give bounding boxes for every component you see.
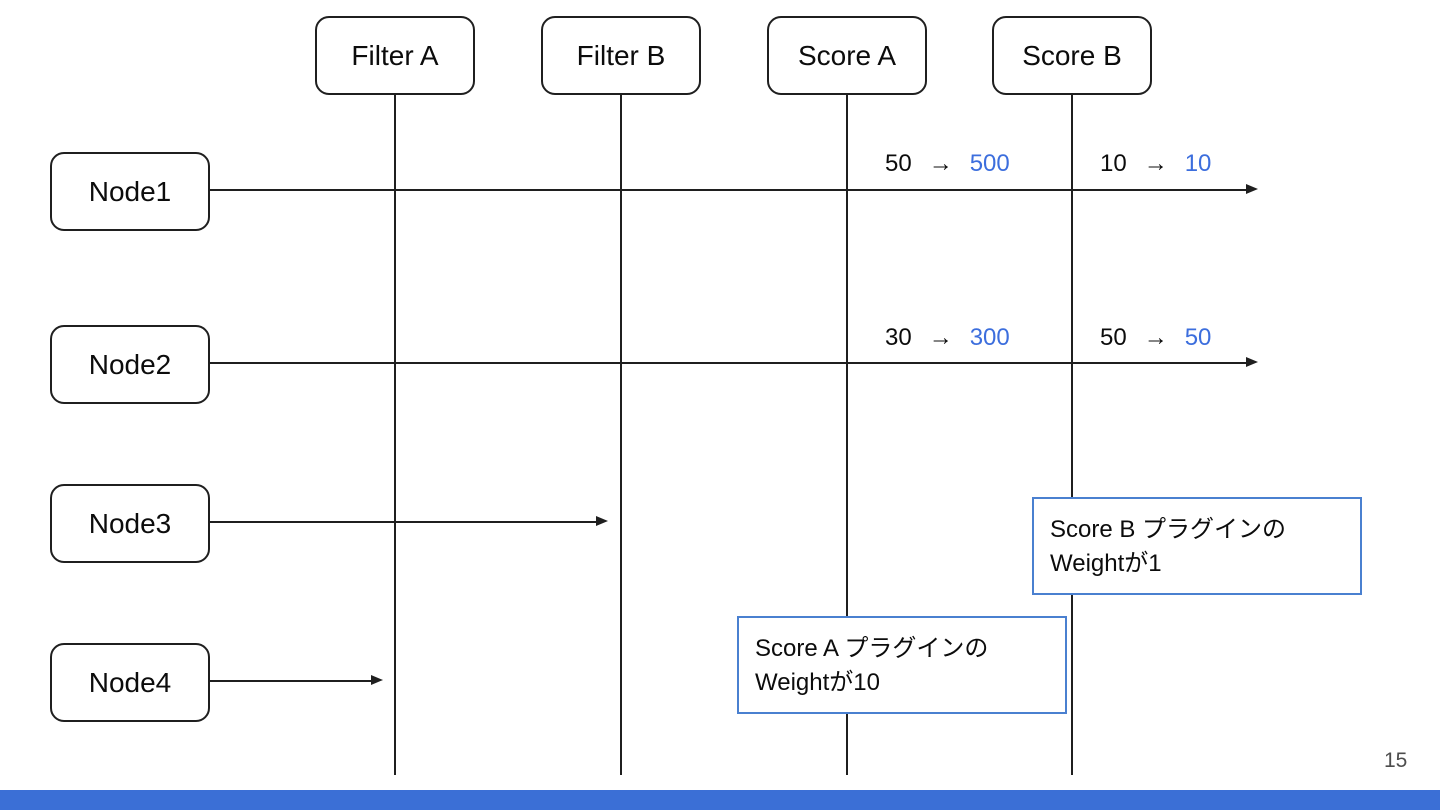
note-score-a-weight: Score A プラグインの Weightが10 — [737, 616, 1067, 714]
node-box-node1: Node1 — [50, 152, 210, 231]
node2-flow-arrow — [210, 357, 1258, 367]
score-annotation-node1-score-a: 50 → 500 — [885, 151, 1010, 177]
score-before: 30 — [885, 324, 912, 351]
plugin-label: Score A — [797, 39, 897, 71]
node-label: Node1 — [88, 175, 172, 207]
footer-accent-bar — [0, 790, 1440, 810]
score-annotation-node2-score-a: 30 → 300 — [885, 325, 1010, 351]
score-before: 10 — [1100, 150, 1127, 177]
plugin-box-filter-a: Filter A — [315, 16, 475, 95]
arrow-right-glyph: → — [928, 150, 953, 177]
note-score-b-weight: Score B プラグインの Weightが1 — [1032, 497, 1362, 595]
note-line-1: Score B プラグインの — [1050, 516, 1287, 543]
lifeline-score-b — [1071, 95, 1073, 775]
lifeline-score-a — [846, 95, 848, 775]
plugin-label: Filter B — [576, 39, 666, 71]
plugin-box-filter-b: Filter B — [541, 16, 701, 95]
node-box-node4: Node4 — [50, 643, 210, 722]
lifeline-filter-a — [394, 95, 396, 775]
arrow-right-glyph: → — [1143, 150, 1168, 177]
score-before: 50 — [1100, 324, 1127, 351]
page-number: 15 — [1384, 749, 1408, 772]
node-box-node2: Node2 — [50, 325, 210, 404]
note-line-2: Weightが10 — [755, 669, 880, 696]
score-after: 10 — [1184, 150, 1212, 177]
node4-flow-arrow — [210, 675, 383, 685]
score-annotation-node2-score-b: 50 → 50 — [1100, 325, 1211, 351]
score-after: 300 — [969, 324, 1010, 351]
score-after: 50 — [1184, 324, 1212, 351]
score-after: 500 — [969, 150, 1010, 177]
plugin-label: Filter A — [351, 39, 439, 71]
score-annotation-node1-score-b: 10 → 10 — [1100, 151, 1211, 177]
lifeline-filter-b — [620, 95, 622, 775]
node-label: Node2 — [88, 348, 172, 380]
node-label: Node4 — [88, 666, 172, 698]
note-line-2: Weightが1 — [1050, 550, 1162, 577]
node1-flow-arrow — [210, 184, 1258, 194]
node3-flow-arrow — [210, 516, 608, 526]
arrow-right-glyph: → — [1143, 324, 1168, 351]
plugin-box-score-a: Score A — [767, 16, 927, 95]
arrow-right-glyph: → — [928, 324, 953, 351]
node-box-node3: Node3 — [50, 484, 210, 563]
node-label: Node3 — [88, 507, 172, 539]
plugin-label: Score B — [1022, 39, 1122, 71]
score-before: 50 — [885, 150, 912, 177]
plugin-box-score-b: Score B — [992, 16, 1152, 95]
note-line-1: Score A プラグインの — [755, 635, 989, 662]
